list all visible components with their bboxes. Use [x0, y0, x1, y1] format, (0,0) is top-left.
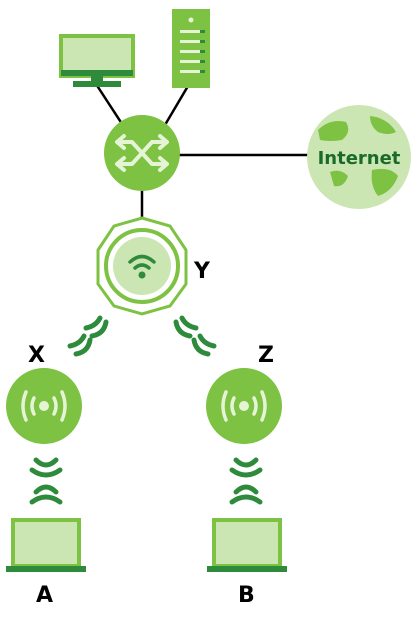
repeater-x-label: X [28, 343, 45, 368]
wireless-signal-icon [29, 457, 63, 505]
laptop-icon [207, 518, 287, 572]
laptop-b-label: B [238, 583, 255, 608]
switch-router-icon [104, 115, 180, 191]
wifi-icon [128, 254, 156, 270]
link-server-switch [160, 85, 190, 131]
ap-y-label: Y [193, 259, 211, 284]
globe-icon: Internet [307, 105, 411, 209]
server-icon [172, 9, 210, 88]
internet-label: Internet [318, 148, 401, 169]
wireless-signal-icon [173, 315, 217, 357]
wireless-repeater-icon [206, 368, 282, 444]
desktop-computer-icon [59, 34, 135, 87]
repeater-z-label: Z [258, 343, 274, 368]
wireless-access-point-icon [96, 216, 188, 316]
laptop-a-label: A [36, 583, 53, 608]
wireless-signal-icon [229, 457, 263, 505]
wireless-signal-icon [67, 315, 109, 357]
laptop-icon [6, 518, 86, 572]
wireless-repeater-icon [6, 368, 82, 444]
